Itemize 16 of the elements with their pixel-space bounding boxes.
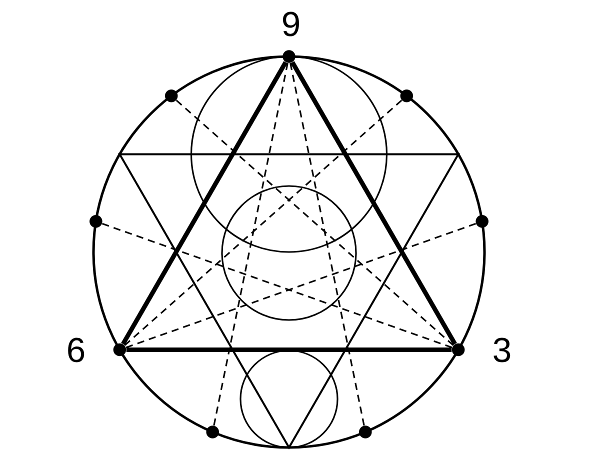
- dashed-line: [290, 62, 365, 426]
- point-number: 6: [68, 338, 84, 362]
- dashed-line: [176, 100, 454, 346]
- point-dot: [164, 89, 178, 102]
- point-dot: [206, 426, 219, 438]
- point-number: 9: [283, 12, 299, 36]
- thick-line: [290, 61, 457, 346]
- dashed-line: [213, 62, 288, 426]
- thick-line: [126, 347, 452, 352]
- point-dot: [400, 89, 414, 102]
- point-number: 3: [494, 338, 510, 362]
- point-dot: [476, 215, 488, 228]
- dashed-line: [124, 100, 402, 346]
- point-dot: [90, 215, 102, 228]
- point-dot: [359, 426, 372, 438]
- thick-line: [121, 61, 288, 346]
